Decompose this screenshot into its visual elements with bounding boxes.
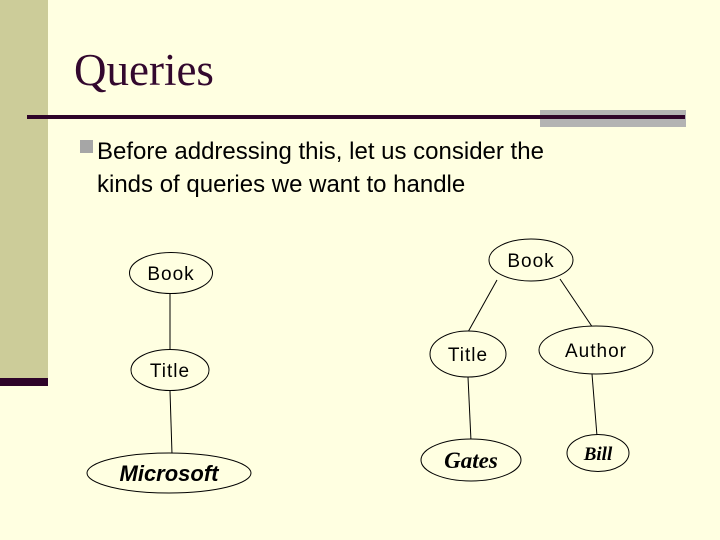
tree-edge-title-gates: [467, 376, 472, 442]
tree-edge-author-bill: [591, 373, 598, 437]
title-divider-line: [27, 115, 685, 119]
tree-node-book-left: Book: [129, 252, 213, 294]
bullet-square-icon: [80, 140, 93, 153]
tree-node-title-left-shape: [130, 349, 210, 391]
tree-node-microsoft-shape: [86, 452, 252, 494]
bullet-text-line-2: kinds of queries we want to handle: [97, 171, 466, 198]
tree-edge-book-author: [559, 278, 594, 329]
tree-node-book-right: Book: [488, 238, 574, 282]
tree-node-bill-label: Bill: [583, 444, 613, 465]
tree-node-microsoft: Microsoft: [86, 452, 252, 494]
tree-node-gates-label: Gates: [444, 448, 498, 473]
bullet-text-line-1: Before addressing this, let us consider …: [97, 138, 544, 165]
tree-node-book-right-label: Book: [507, 251, 554, 272]
tree-node-title-left: Title: [130, 349, 210, 391]
tree-node-book-left-shape: [129, 252, 213, 294]
tree-node-title-right: Title: [429, 330, 507, 378]
tree-edge-book-title-right: [467, 279, 498, 333]
sidebar-accent-band: [0, 0, 48, 378]
tree-node-bill: Bill: [566, 434, 630, 472]
tree-node-bill-shape: [566, 434, 630, 472]
tree-node-title-left-label: Title: [150, 361, 190, 382]
tree-node-author: Author: [538, 325, 654, 375]
tree-node-gates: Gates: [420, 438, 522, 482]
slide-title: Queries: [74, 45, 214, 95]
tree-node-author-label: Author: [565, 341, 627, 362]
tree-node-author-shape: [538, 325, 654, 375]
bullet-text: Before addressing this, let us consider …: [97, 135, 637, 201]
tree-node-book-right-shape: [488, 238, 574, 282]
tree-node-title-right-shape: [429, 330, 507, 378]
tree-node-book-left-label: Book: [147, 264, 194, 285]
tree-node-microsoft-label: Microsoft: [120, 461, 221, 486]
tree-node-gates-shape: [420, 438, 522, 482]
sidebar-accent-underline: [0, 378, 48, 386]
tree-edge-title-microsoft: [169, 390, 173, 455]
tree-node-title-right-label: Title: [448, 345, 488, 366]
